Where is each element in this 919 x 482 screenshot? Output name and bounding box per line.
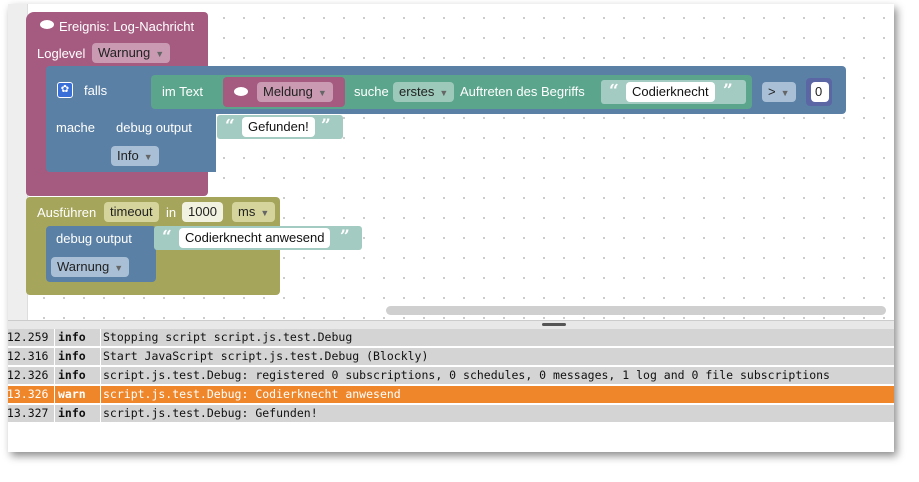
panel-splitter[interactable]: [8, 320, 894, 329]
speech-bubble-icon: [40, 20, 54, 29]
log-severity: info: [58, 368, 86, 382]
in-label: in: [166, 205, 177, 220]
compare-operator-dropdown[interactable]: >▼: [762, 82, 796, 102]
if-label: falls: [84, 83, 108, 98]
log-panel: :12.259 info Stopping script script.js.t…: [8, 329, 894, 424]
close-quote-icon: ”: [340, 227, 350, 247]
chevron-down-icon: ▼: [155, 49, 165, 59]
loglevel-dropdown[interactable]: Warnung ▼: [92, 43, 171, 63]
occurrence-label: Auftreten des Begriffs: [460, 84, 585, 99]
debug-level-dropdown-1[interactable]: Info ▼: [111, 146, 159, 166]
chevron-down-icon: ▼: [114, 263, 124, 273]
number-field[interactable]: 0: [811, 82, 829, 102]
debug-text-string-block-2[interactable]: “ Codierknecht anwesend ”: [154, 226, 362, 250]
delay-value: 1000: [188, 204, 217, 219]
blockly-workspace[interactable]: Ereignis: Log-Nachricht Loglevel Warnung…: [8, 4, 894, 320]
log-row: :12.316 info Start JavaScript script.js.…: [8, 348, 894, 365]
occurrence-value: erstes: [399, 84, 435, 99]
debug-level-value-1: Info: [117, 148, 139, 163]
horizontal-scrollbar[interactable]: [386, 306, 886, 315]
execute-label: Ausführen: [37, 205, 97, 220]
search-term-string-block[interactable]: “ Codierknecht ”: [601, 80, 746, 104]
log-row-warning: :13.326 warn script.js.test.Debug: Codie…: [8, 386, 894, 403]
workspace-toolbox-edge: [8, 4, 28, 320]
open-quote-icon: “: [162, 227, 172, 247]
log-severity: warn: [58, 387, 86, 401]
log-severity: info: [58, 349, 86, 363]
log-divider: [54, 386, 55, 403]
log-time: :12.326: [8, 368, 49, 382]
unit-dropdown[interactable]: ms ▼: [232, 202, 276, 222]
log-divider: [54, 348, 55, 365]
log-divider: [100, 386, 101, 403]
loglevel-value: Warnung: [98, 45, 151, 60]
log-message: Start JavaScript script.js.test.Debug (B…: [103, 349, 429, 363]
unit-value: ms: [238, 204, 256, 219]
debug-text-field-1[interactable]: Gefunden!: [242, 117, 315, 137]
close-quote-icon: ”: [321, 116, 331, 136]
search-term-field[interactable]: Codierknecht: [626, 82, 715, 102]
log-divider: [54, 329, 55, 346]
open-quote-icon: “: [609, 81, 619, 101]
log-message: script.js.test.Debug: registered 0 subsc…: [103, 368, 830, 382]
chevron-down-icon: ▼: [260, 208, 270, 218]
log-message: Stopping script script.js.test.Debug: [103, 330, 353, 344]
timeout-mode-value: timeout: [110, 204, 153, 219]
chevron-down-icon: ▼: [317, 88, 327, 98]
log-message: script.js.test.Debug: Codierknecht anwes…: [103, 387, 401, 401]
do-label: mache: [56, 120, 96, 135]
debug-output-label: debug output: [56, 231, 132, 246]
gear-icon[interactable]: ✿: [57, 82, 73, 98]
debug-output-label: debug output: [116, 120, 192, 135]
close-quote-icon: ”: [723, 81, 733, 101]
debug-text-string-block-1[interactable]: “ Gefunden! ”: [217, 115, 343, 139]
debug-level-dropdown-2[interactable]: Warnung ▼: [51, 257, 130, 277]
search-label: suche: [354, 84, 389, 99]
log-severity: info: [58, 330, 86, 344]
log-time: :12.259: [8, 330, 49, 344]
log-message: script.js.test.Debug: Gefunden!: [103, 406, 318, 420]
log-time: :13.327: [8, 406, 49, 420]
occurrence-dropdown[interactable]: erstes ▼: [393, 82, 455, 102]
timeout-mode-dropdown[interactable]: timeout: [104, 202, 159, 222]
open-quote-icon: “: [225, 116, 235, 136]
log-row: :13.327 info script.js.test.Debug: Gefun…: [8, 405, 894, 422]
log-divider: [100, 405, 101, 422]
debug-text-field-2[interactable]: Codierknecht anwesend: [179, 228, 331, 248]
number-value: 0: [815, 84, 823, 99]
compare-operator-value: >: [768, 84, 776, 99]
log-severity: info: [58, 406, 86, 420]
log-divider: [54, 367, 55, 384]
log-divider: [54, 405, 55, 422]
loglevel-label: Loglevel: [37, 46, 86, 61]
speech-bubble-icon: [234, 87, 248, 96]
log-row: :12.259 info Stopping script script.js.t…: [8, 329, 894, 346]
log-divider: [100, 348, 101, 365]
chevron-down-icon: ▼: [780, 88, 790, 98]
event-block-title: Ereignis: Log-Nachricht: [59, 19, 195, 34]
delay-field[interactable]: 1000: [182, 202, 223, 222]
variable-value: Meldung: [263, 84, 313, 99]
log-time: :13.326: [8, 387, 49, 401]
in-text-label: im Text: [162, 84, 203, 99]
log-divider: [100, 367, 101, 384]
splitter-grip[interactable]: [542, 323, 566, 326]
chevron-down-icon: ▼: [143, 152, 153, 162]
debug-level-value-2: Warnung: [57, 259, 110, 274]
log-row: :12.326 info script.js.test.Debug: regis…: [8, 367, 894, 384]
log-divider: [100, 329, 101, 346]
chevron-down-icon: ▼: [439, 88, 449, 98]
variable-dropdown[interactable]: Meldung ▼: [257, 82, 333, 102]
screenshot-frame: Ereignis: Log-Nachricht Loglevel Warnung…: [8, 4, 894, 452]
log-time: :12.316: [8, 349, 49, 363]
